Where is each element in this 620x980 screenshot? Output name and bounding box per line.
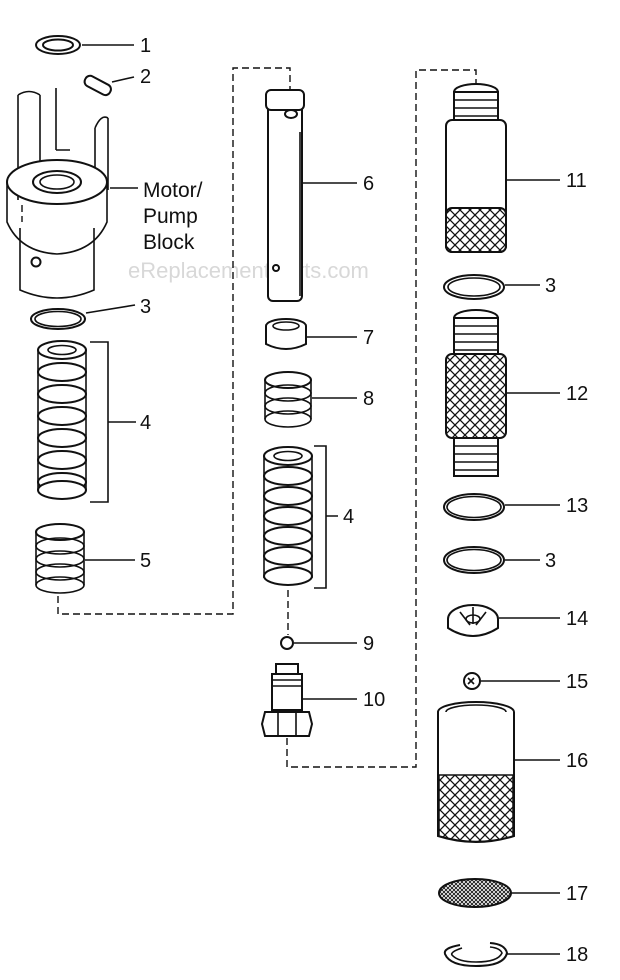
part-2-pin xyxy=(83,74,112,97)
callout-4b: 4 xyxy=(343,506,354,528)
callout-16: 16 xyxy=(566,750,588,772)
motor-pump-block-label-1: Motor/ xyxy=(143,179,203,202)
part-8-spring xyxy=(264,371,312,428)
callout-12: 12 xyxy=(566,383,588,405)
part-18-retaining-ring xyxy=(443,942,509,968)
callout-17: 17 xyxy=(566,883,588,905)
motor-pump-block-label-2: Pump xyxy=(143,205,198,228)
part-1-seal-ring xyxy=(35,35,81,55)
callout-10: 10 xyxy=(363,689,385,711)
motor-pump-block xyxy=(6,88,109,299)
part-14-valve-seat xyxy=(447,604,499,637)
callout-9: 9 xyxy=(363,633,374,655)
part-7-sleeve xyxy=(265,318,307,350)
callout-8: 8 xyxy=(363,388,374,410)
callout-3b: 3 xyxy=(545,275,556,297)
part-17-screen xyxy=(438,878,512,908)
callout-4a: 4 xyxy=(140,412,151,434)
callout-leaders xyxy=(82,44,560,955)
callout-3a: 3 xyxy=(140,296,151,318)
part-5-spring-a xyxy=(35,523,85,594)
part-4-packing-stack-a xyxy=(37,340,136,503)
part-3-o-ring-b xyxy=(443,274,505,300)
motor-pump-block-label-3: Block xyxy=(143,231,195,254)
callout-3c: 3 xyxy=(545,550,556,572)
part-4-packing-stack-b xyxy=(263,445,338,589)
callout-14: 14 xyxy=(566,608,588,630)
callout-1: 1 xyxy=(140,35,151,57)
part-3-o-ring-c xyxy=(443,546,505,574)
part-16-inlet-housing xyxy=(437,701,515,843)
part-3-o-ring-a xyxy=(30,308,86,330)
part-11-cylinder xyxy=(445,83,507,253)
callout-5: 5 xyxy=(140,550,151,572)
part-13-o-ring xyxy=(443,493,505,521)
callout-13: 13 xyxy=(566,495,588,517)
callout-11: 11 xyxy=(566,170,587,192)
callout-18: 18 xyxy=(566,944,588,966)
part-9-ball xyxy=(280,590,294,650)
watermark: eReplacementParts.com xyxy=(128,258,369,283)
part-10-valve-fitting xyxy=(260,663,314,737)
part-15-ball xyxy=(463,672,481,690)
callout-7: 7 xyxy=(363,327,374,349)
part-6-piston-rod xyxy=(265,89,305,302)
callout-6: 6 xyxy=(363,173,374,195)
dashed-link-1 xyxy=(57,67,291,615)
dashed-link-2 xyxy=(286,69,477,768)
callout-2: 2 xyxy=(140,66,151,88)
callout-15: 15 xyxy=(566,671,588,693)
part-12-cylinder xyxy=(445,309,507,477)
